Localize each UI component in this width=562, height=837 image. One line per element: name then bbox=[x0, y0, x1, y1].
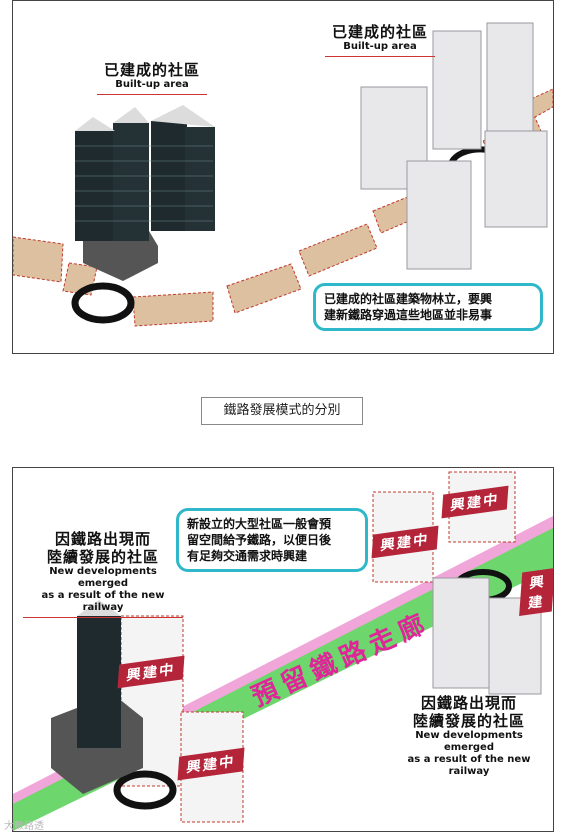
label-zh-line2: 陸續發展的社區 bbox=[412, 712, 525, 730]
bubble-line: 建新鐵路穿過這些地區並非易事 bbox=[324, 308, 493, 322]
label-zh: 已建成的社區 bbox=[103, 61, 200, 79]
label-new-dev-right: 因鐵路出現而 陸續發展的社區 New developments emerged … bbox=[389, 694, 549, 778]
tower bbox=[484, 130, 548, 228]
tower bbox=[75, 131, 115, 241]
track-segment bbox=[298, 223, 378, 277]
speech-bubble-bottom: 新設立的大型社區一般會預 留空間給予鐵路，以便日後 有足夠交通需求時興建 bbox=[176, 508, 368, 572]
label-built-up-left: 已建成的社區 Built-up area bbox=[97, 61, 207, 95]
label-rule bbox=[97, 94, 207, 95]
label-en-line1: New developments emerged bbox=[415, 730, 523, 753]
label-zh: 已建成的社區 bbox=[331, 23, 428, 41]
label-zh-line1: 因鐵路出現而 bbox=[54, 530, 151, 548]
dark-tower bbox=[51, 600, 143, 794]
tunnel-ring bbox=[113, 770, 177, 810]
roof bbox=[75, 117, 115, 131]
top-illustration bbox=[13, 22, 553, 327]
label-en: Built-up area bbox=[343, 41, 417, 52]
tower bbox=[185, 127, 215, 231]
tower bbox=[432, 577, 490, 689]
label-built-up-right: 已建成的社區 Built-up area bbox=[325, 23, 435, 57]
dark-tower-cluster bbox=[75, 105, 215, 281]
speech-bubble-top: 已建成的社區建築物林立，要興 建新鐵路穿過這些地區並非易事 bbox=[313, 283, 543, 331]
roof bbox=[113, 107, 149, 123]
window-lines bbox=[75, 145, 213, 222]
label-en: Built-up area bbox=[115, 79, 189, 90]
tower bbox=[406, 160, 472, 270]
label-zh-line2: 陸續發展的社區 bbox=[46, 548, 159, 566]
label-rule bbox=[23, 617, 183, 618]
label-en-line2: as a result of the new railway bbox=[407, 754, 531, 777]
bubble-line: 新設立的大型社區一般會預 bbox=[187, 517, 332, 531]
bubble-line: 有足夠交通需求時興建 bbox=[187, 549, 308, 563]
label-zh-line1: 因鐵路出現而 bbox=[420, 694, 517, 712]
label-en-line1: New developments emerged bbox=[49, 566, 157, 589]
white-tower-cluster bbox=[360, 22, 548, 270]
figure-caption: 鐵路發展模式的分別 bbox=[201, 397, 363, 425]
tower bbox=[77, 616, 121, 748]
top-panel: 已建成的社區 Built-up area 已建成的社區 Built-up are… bbox=[12, 0, 554, 354]
tower bbox=[486, 22, 534, 140]
label-en-line2: as a result of the new railway bbox=[41, 590, 165, 613]
roof bbox=[77, 600, 121, 616]
bubble-line: 已建成的社區建築物林立，要興 bbox=[324, 292, 493, 306]
construction-banner-cut: 興建 bbox=[519, 567, 553, 617]
label-new-dev-left: 因鐵路出現而 陸續發展的社區 New developments emerged … bbox=[23, 530, 183, 618]
tower bbox=[432, 30, 482, 150]
track-segment bbox=[132, 291, 214, 327]
tower bbox=[113, 123, 149, 241]
bubble-line: 留空間給予鐵路，以便日後 bbox=[187, 533, 332, 547]
track-segment bbox=[226, 263, 302, 314]
track-segment bbox=[13, 236, 64, 283]
watermark: 大數路透 bbox=[4, 821, 44, 832]
tunnel-ring bbox=[71, 282, 135, 324]
roof bbox=[151, 105, 215, 127]
bottom-panel: 因鐵路出現而 陸續發展的社區 New developments emerged … bbox=[12, 467, 554, 832]
label-rule bbox=[325, 56, 435, 57]
